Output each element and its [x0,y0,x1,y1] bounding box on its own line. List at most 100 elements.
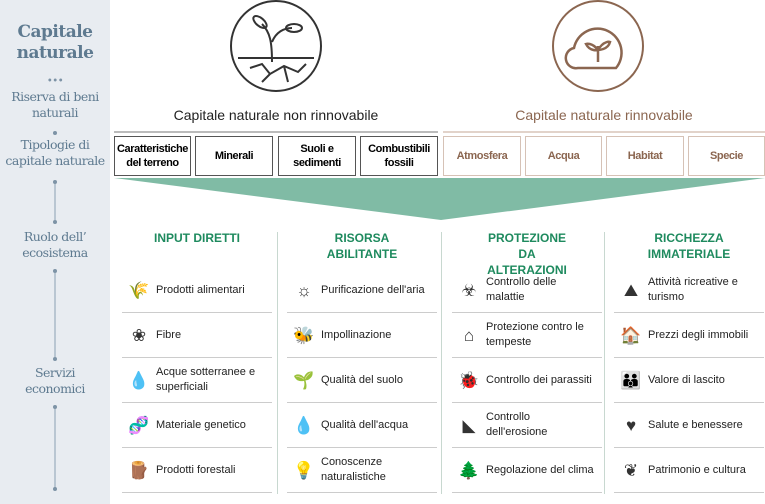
service-item: ◣ Controllo dell'erosione [452,403,602,448]
bug-icon: 🐞 [458,370,480,390]
service-label: Qualità dell'acqua [321,418,409,431]
type-combustibili: Combustibili fossili [360,136,438,176]
dots: ••• [46,76,64,87]
service-item: ❦ Patrimonio e cultura [614,448,764,493]
dot [53,357,57,361]
type-specie: Specie [688,136,765,176]
dot [53,487,57,491]
trees-icon: 🌲 [458,460,480,480]
service-item: ☼ Purificazione dell'aria [287,268,437,313]
label-riserva: Riserva di beni naturali [11,89,99,120]
column-divider [277,232,278,494]
divider [443,131,765,133]
type-atmosfera: Atmosfera [443,136,521,176]
dot [53,405,57,409]
dna-icon: 🧬 [128,415,150,435]
service-item: ♥ Salute e benessere [614,403,764,448]
biohazard-icon: ☣ [461,280,477,300]
line [54,184,56,220]
dot [53,220,57,224]
service-item: 🌲 Regolazione del clima [452,448,602,493]
column-divider [441,232,442,494]
service-label: Qualità del suolo [321,373,403,386]
dot [53,180,57,184]
service-label: Salute e benessere [648,418,743,431]
service-label: Controllo dei parassiti [486,373,592,386]
line [54,273,56,357]
service-item: 🏠 Prezzi degli immobili [614,313,764,358]
service-label: Patrimonio e cultura [648,463,746,476]
label-tipologie: Tipologie di capitale naturale [5,137,105,168]
service-item: ☣Controllo delle malattie [452,268,602,313]
water-quality-icon: 💧 [293,415,315,435]
service-item: 💧 Acque sotterranee e superficiali [122,358,272,403]
column-title: PROTEZIONE DA ALTERAZIONI [487,231,567,277]
house-icon: 🏠 [620,325,642,345]
dot [53,269,57,273]
service-label: Fibre [156,328,182,341]
bee-icon: 🐝 [293,325,315,345]
sidebar-title: Capitale naturale [16,22,94,63]
service-label: Prezzi degli immobili [648,328,749,341]
storm-protection-icon: ⌂ [463,325,475,345]
air-icon: ☼ [296,280,312,300]
type-suoli: Suoli e sedimenti [278,136,356,176]
service-item: ⌂ Protezione contro le tempeste [452,313,602,358]
plant-roots-icon [230,0,322,92]
label-servizi: Servizi economici [25,365,85,396]
service-label: Prodotti alimentari [156,283,245,296]
service-item: ❀ Fibre [122,313,272,358]
type-minerali: Minerali [195,136,273,176]
service-item: 🌱 Qualità del suolo [287,358,437,403]
type-acqua: Acqua [525,136,602,176]
service-label: Valore di lascito [648,373,725,386]
service-item: 💡 Conoscenze naturalistiche [287,448,437,493]
service-label: Acque sotterranee e superficiali [156,366,256,393]
type-habitat: Habitat [606,136,684,176]
wheat-icon: 🌾 [128,280,150,300]
column-title: RICCHEZZA IMMATERIALE [647,231,731,261]
service-label: Purificazione dell'aria [321,283,425,296]
dot [53,131,57,135]
label-ruolo: Ruolo dell’ ecosistema [22,229,88,260]
service-item: 🐝Impollinazione [287,313,437,358]
renewable-title: Capitale naturale rinnovabile [515,107,693,123]
service-label: Conoscenze naturalistiche [321,456,386,483]
erosion-icon: ◣ [462,415,476,435]
service-item: 🐞 Controllo dei parassiti [452,358,602,403]
column-1: INPUT DIRETTI 🌾 Prodotti alimentari ❀ Fibre 💧… [122,230,272,493]
water-drop-icon: 💧 [128,370,150,390]
service-item: 🪵 Prodotti forestali [122,448,272,493]
divider [114,131,438,133]
mountain-icon: ⛰ [623,280,639,300]
service-label: Materiale genetico [156,418,246,431]
service-label: Prodotti forestali [156,463,236,476]
service-item: 👪 Valore di lascito [614,358,764,403]
cotton-icon: ❀ [131,325,147,345]
sidebar: Capitale naturale ••• Riserva di beni na… [0,0,110,504]
column-title: RISORSA ABILITANTE [326,231,398,261]
laurel-icon: ❦ [623,460,639,480]
line [54,409,56,489]
column-3: PROTEZIONE DA ALTERAZIONI☣Controllo dell… [452,230,602,493]
service-item: 💧 Qualità dell'acqua [287,403,437,448]
column-4: RICCHEZZA IMMATERIALE ⛰ Attività ricreativ… [614,230,764,493]
recycle-plant-icon [552,0,644,92]
service-item: 🌾 Prodotti alimentari [122,268,272,313]
service-item: 🧬 Materiale genetico [122,403,272,448]
funnel-arrow [114,178,765,220]
column-2: RISORSA ABILITANTE ☼ Purificazione dell'ar… [287,230,437,493]
non-renewable-title: Capitale naturale non rinnovabile [173,107,379,123]
service-label: Controllo dell'erosione [486,411,548,438]
family-icon: 👪 [620,370,642,390]
logs-icon: 🪵 [128,460,150,480]
service-label: Attività ricreative e turismo [648,276,738,303]
service-label: Protezione contro le tempeste [486,321,584,348]
health-icon: ♥ [625,415,637,435]
column-title: INPUT DIRETTI [154,231,240,245]
sprout-icon: 🌱 [293,370,315,390]
service-label: Regolazione del clima [486,463,594,476]
lightbulb-icon: 💡 [293,460,315,480]
type-caratteristiche: Caratteristiche del terreno [114,136,191,176]
column-divider [604,232,605,494]
